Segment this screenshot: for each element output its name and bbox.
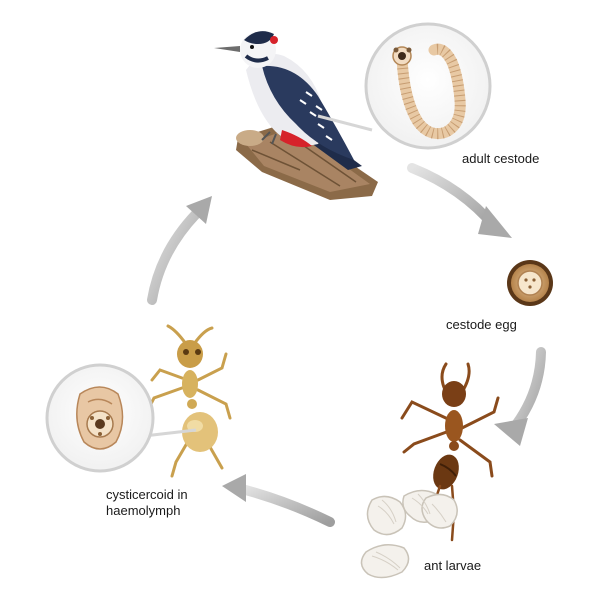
arrow-larvae-to-cysticercoid xyxy=(222,474,335,527)
cysticercoid-label: cysticercoid in haemolymph xyxy=(106,487,188,519)
cysticercoid-label-line2: haemolymph xyxy=(106,503,181,518)
yellow-ant-icon xyxy=(146,324,232,478)
ant-larvae-icon xyxy=(360,489,458,579)
cysticercoid-lens xyxy=(45,363,197,473)
cestode-egg-label: cestode egg xyxy=(446,317,517,332)
cysticercoid-icon xyxy=(76,386,124,450)
adult-cestode-label: adult cestode xyxy=(462,151,540,166)
brown-ant-icon xyxy=(400,362,500,542)
arrow-bird-to-egg xyxy=(407,163,512,238)
cysticercoid-label-line1: cysticercoid in xyxy=(106,487,188,502)
adult-cestode-lens xyxy=(317,22,492,150)
tapeworm-icon xyxy=(392,43,466,140)
ant-larvae-label: ant larvae xyxy=(424,558,482,573)
arrow-egg-to-larvae xyxy=(494,347,546,446)
egg-icon xyxy=(507,260,553,306)
arrow-cysticercoid-to-bird xyxy=(147,196,212,305)
woodpecker-icon xyxy=(214,31,378,200)
